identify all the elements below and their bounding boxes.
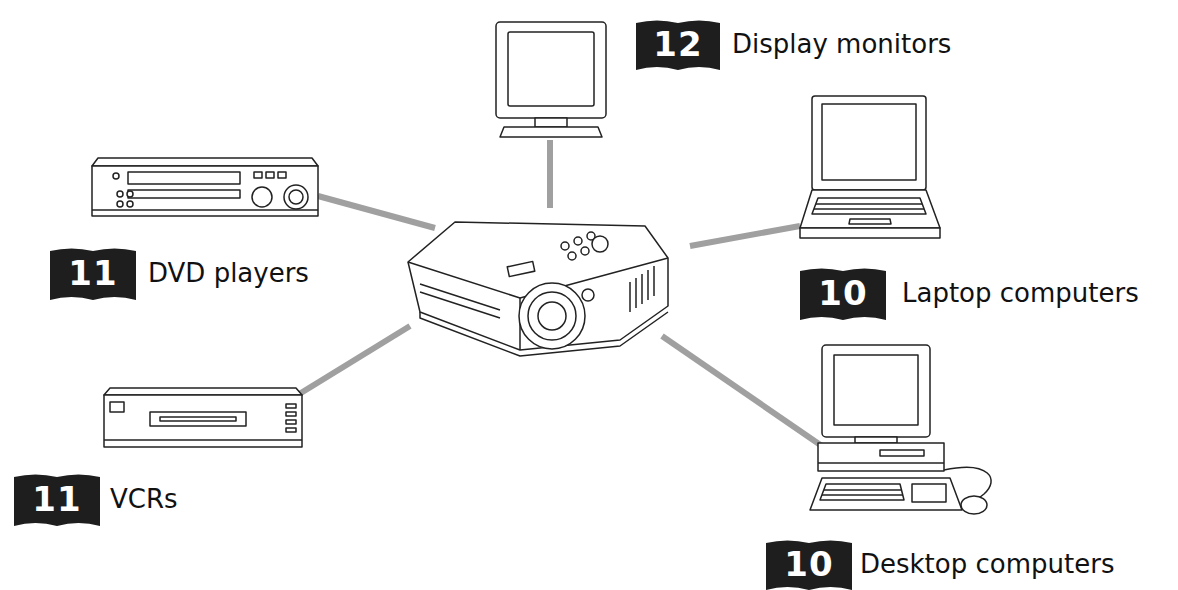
callout-number: 11: [14, 472, 100, 526]
desktop-computer: [810, 345, 991, 514]
callout-badge: 10Desktop computers: [766, 538, 852, 590]
device-label: Desktop computers: [860, 538, 1114, 590]
callout-badge: 11DVD players: [50, 246, 136, 300]
display-monitor: [496, 22, 606, 137]
callout-badge: 12Display monitors: [636, 18, 720, 70]
laptop: [800, 96, 940, 238]
callout-badge: 11VCRs: [14, 472, 100, 526]
callout-badge: 10Laptop computers: [800, 266, 886, 320]
dvd-player: [92, 158, 318, 216]
device-label: VCRs: [110, 472, 178, 526]
device-label: Display monitors: [732, 18, 951, 70]
device-label: Laptop computers: [902, 266, 1139, 320]
projector: [408, 222, 668, 356]
callout-number: 10: [766, 538, 852, 590]
device-label: DVD players: [148, 246, 309, 300]
connection-lines: [296, 140, 835, 455]
vcr: [104, 388, 302, 447]
callout-number: 11: [50, 246, 136, 300]
callout-number: 10: [800, 266, 886, 320]
callout-number: 12: [636, 18, 720, 70]
